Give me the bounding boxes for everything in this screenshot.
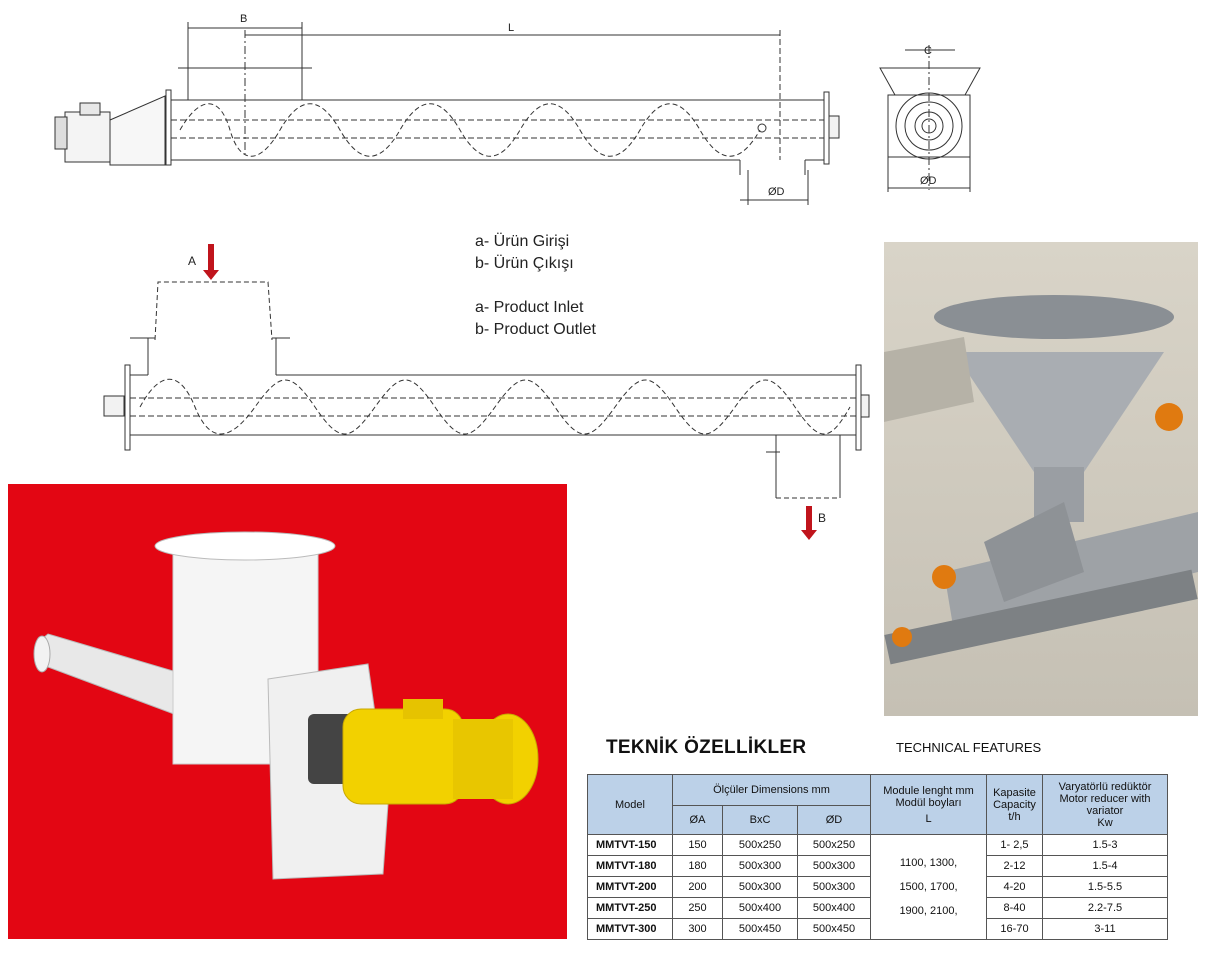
length-line: 1900, 2100, — [899, 905, 958, 917]
flow-label-b: B — [818, 511, 826, 525]
length-line: 1500, 1700, — [899, 881, 958, 893]
installation-photo — [884, 242, 1198, 716]
cell-bxc: 500x300 — [722, 876, 798, 898]
legend-tr-inlet: a- Ürün Girişi — [475, 233, 570, 250]
cell-capacity: 2-12 — [986, 855, 1043, 877]
cell-bxc: 500x300 — [722, 855, 798, 877]
table-title-en: TECHNICAL FEATURES — [896, 740, 1042, 755]
outlet-arrow-icon — [801, 506, 817, 540]
cell-reducer: 1.5-5.5 — [1042, 876, 1168, 898]
inlet-arrow-icon — [203, 244, 219, 280]
header-capacity-tr: Kapasite — [993, 786, 1036, 799]
header-model: Model — [587, 774, 673, 835]
flow-legend: a- Ürün Girişi b- Ürün Çıkışı a- Product… — [475, 231, 596, 341]
cell-model: MMTVT-150 — [587, 834, 673, 856]
cell-reducer: 1.5-3 — [1042, 834, 1168, 856]
motor-icon — [342, 699, 539, 805]
table-row: MMTVT-150 150 500x250 500x250 1100, 1300… — [587, 834, 1168, 940]
dim-label-od: ØD — [768, 186, 785, 198]
top-technical-drawing: B L ØD C ØD — [54, 13, 981, 205]
cell-capacity: 16-70 — [986, 918, 1043, 940]
header-od: ØD — [797, 805, 871, 835]
cell-od: 500x250 — [797, 834, 871, 856]
cell-oa: 200 — [672, 876, 723, 898]
header-dimensions: Ölçüler Dimensions mm — [672, 774, 871, 806]
cell-lengths: 1100, 1300, 1500, 1700, 1900, 2100, — [870, 834, 987, 940]
cell-od: 500x300 — [797, 876, 871, 898]
legend-en-inlet: a- Product Inlet — [475, 299, 584, 316]
dim-label-c: C — [924, 45, 932, 57]
cell-od: 500x400 — [797, 897, 871, 919]
flow-label-a: A — [188, 254, 196, 268]
cell-model: MMTVT-180 — [587, 855, 673, 877]
cell-oa: 180 — [672, 855, 723, 877]
header-module-l: L — [925, 812, 932, 825]
cell-reducer: 1.5-4 — [1042, 855, 1168, 877]
legend-en-outlet: b- Product Outlet — [475, 321, 596, 338]
table-title-tr: TEKNİK ÖZELLİKLER — [606, 737, 807, 758]
flow-drawing: A B — [103, 244, 870, 540]
product-photo — [8, 484, 567, 939]
header-capacity-en: Capacity — [993, 798, 1036, 811]
header-module-en: Module lenght mm — [883, 784, 974, 797]
cell-model: MMTVT-250 — [587, 897, 673, 919]
cell-model: MMTVT-200 — [587, 876, 673, 898]
cell-reducer: 3-11 — [1042, 918, 1168, 940]
header-reducer-en1: Motor reducer with — [1059, 792, 1151, 805]
header-module-tr: Modül boyları — [895, 796, 962, 809]
cell-capacity: 8-40 — [986, 897, 1043, 919]
cell-oa: 250 — [672, 897, 723, 919]
cell-bxc: 500x250 — [722, 834, 798, 856]
header-oa: ØA — [672, 805, 723, 835]
cell-bxc: 500x450 — [722, 918, 798, 940]
header-reducer-unit: Kw — [1097, 816, 1113, 829]
header-reducer: Varyatörlü redüktör Motor reducer with v… — [1042, 774, 1168, 835]
dim-label-l: L — [508, 22, 514, 34]
cell-capacity: 1- 2,5 — [986, 834, 1043, 856]
cell-oa: 150 — [672, 834, 723, 856]
legend-tr-outlet: b- Ürün Çıkışı — [475, 255, 574, 272]
cell-oa: 300 — [672, 918, 723, 940]
header-bxc: BxC — [722, 805, 798, 835]
table-row: MMTVT-300 300 500x450 500x450 16-70 3-11 — [587, 918, 1168, 940]
header-capacity: Kapasite Capacity t/h — [986, 774, 1043, 835]
header-module: Module lenght mm Modül boyları L — [870, 774, 987, 835]
table-row: MMTVT-250 250 500x400 500x400 8-40 2.2-7… — [587, 897, 1168, 919]
header-reducer-tr: Varyatörlü redüktör — [1058, 780, 1152, 793]
cell-model: MMTVT-300 — [587, 918, 673, 940]
cell-capacity: 4-20 — [986, 876, 1043, 898]
cell-od: 500x450 — [797, 918, 871, 940]
cell-od: 500x300 — [797, 855, 871, 877]
cell-reducer: 2.2-7.5 — [1042, 897, 1168, 919]
header-capacity-unit: t/h — [1008, 810, 1021, 823]
dim-label-b: B — [240, 13, 247, 25]
cell-bxc: 500x400 — [722, 897, 798, 919]
length-line: 1100, 1300, — [899, 857, 958, 869]
technical-features-table: Model Ölçüler Dimensions mm Module lengh… — [587, 774, 1168, 940]
table-row: MMTVT-200 200 500x300 500x300 4-20 1.5-5… — [587, 876, 1168, 898]
header-reducer-en2: variator — [1086, 804, 1124, 817]
dim-label-od-side: ØD — [920, 175, 937, 187]
